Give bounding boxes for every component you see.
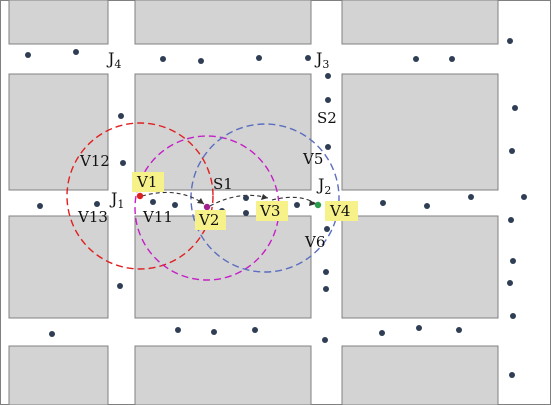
vehicle-dot xyxy=(37,203,43,209)
arrowhead-v3 xyxy=(261,194,268,200)
block-r2-c2 xyxy=(134,73,312,191)
vehicle-dot xyxy=(322,337,328,343)
junction-label-j1: J1 xyxy=(109,189,124,211)
vehicle-dot xyxy=(323,269,329,275)
vehicle-dot xyxy=(160,56,166,62)
vehicle-dot xyxy=(175,327,181,333)
block-r1-c1 xyxy=(8,0,109,45)
vehicle-dot xyxy=(508,217,514,223)
range-circle-v3 xyxy=(190,123,340,273)
arrowhead-v4 xyxy=(309,200,316,206)
vehicle-label-v6: V6 xyxy=(304,233,325,251)
vehicle-dot xyxy=(510,258,516,264)
message-path-v2-v3 xyxy=(209,194,269,207)
vehicle-dots xyxy=(25,38,527,378)
vehicle-dot xyxy=(324,226,330,232)
vehicle-dot xyxy=(294,202,300,208)
sensor-label-s2: S2 xyxy=(317,109,337,127)
junction-label-j4: J4 xyxy=(106,49,121,71)
vehicle-dot xyxy=(117,283,123,289)
highlight-box-v3 xyxy=(256,201,288,221)
vehicle-dot xyxy=(507,38,513,44)
block-r4-c2 xyxy=(134,345,312,405)
vehicle-label-v4: V4 xyxy=(329,202,350,220)
message-paths xyxy=(141,191,317,207)
vehicle-dot xyxy=(325,144,331,150)
block-r3-c1 xyxy=(8,215,109,319)
vehicle-dot xyxy=(325,97,331,103)
vehicle-dot xyxy=(468,194,474,200)
junction-label-j2: J2 xyxy=(316,175,331,197)
vehicle-dot-v1 xyxy=(136,192,144,200)
vehicle-label-v12: V12 xyxy=(79,152,110,170)
vehicle-dot xyxy=(73,49,79,55)
range-circle-v1 xyxy=(66,122,214,270)
vehicle-dot xyxy=(521,194,527,200)
vehicle-dot xyxy=(509,372,515,378)
vehicle-dot xyxy=(323,286,329,292)
vehicle-dot xyxy=(252,327,258,333)
block-r3-c3 xyxy=(341,215,499,319)
vehicle-dot xyxy=(243,195,249,201)
vehicle-dot xyxy=(510,313,516,319)
vehicle-dot xyxy=(305,55,311,61)
vehicle-dot xyxy=(150,199,156,205)
vehicle-dot xyxy=(509,148,515,154)
block-r2-c3 xyxy=(341,73,499,191)
sensor-label-s1: S1 xyxy=(213,175,233,193)
vehicle-label-v11: V11 xyxy=(142,208,173,226)
vehicle-label-v1: V1 xyxy=(136,173,157,191)
vehicle-dot xyxy=(243,210,249,216)
vehicle-label-v3: V3 xyxy=(259,202,280,220)
vehicle-dot xyxy=(49,331,55,337)
vehicle-dot xyxy=(416,325,422,331)
vehicle-dot xyxy=(424,203,430,209)
vehicle-label-v2: V2 xyxy=(198,211,219,229)
highlight-box-v4 xyxy=(325,201,358,221)
highlight-box-v2 xyxy=(195,210,226,230)
vehicle-dot-v2 xyxy=(203,203,211,211)
highlight-box-v1 xyxy=(132,172,164,192)
vehicle-dot xyxy=(94,201,100,207)
vehicle-dot xyxy=(456,327,462,333)
vehicle-dot xyxy=(380,200,386,206)
vehicle-label-v5: V5 xyxy=(302,150,323,168)
vehicle-dot xyxy=(325,73,331,79)
vehicle-dot xyxy=(172,202,178,208)
vehicle-dot xyxy=(198,58,204,64)
city-blocks xyxy=(8,0,499,405)
vehicle-dot xyxy=(413,56,419,62)
vehicle-dot xyxy=(507,280,513,286)
block-r1-c2 xyxy=(134,0,312,45)
block-r2-c1 xyxy=(8,73,109,191)
arrowhead-v2 xyxy=(197,198,204,204)
block-r4-c3 xyxy=(341,345,499,405)
block-r1-c3 xyxy=(341,0,499,45)
vehicle-dot xyxy=(256,55,262,61)
vehicle-dot xyxy=(120,160,126,166)
vehicle-dot xyxy=(211,329,217,335)
vehicle-label-v13: V13 xyxy=(77,208,108,226)
junction-label-j3: J3 xyxy=(314,49,329,71)
vehicle-dot-v4 xyxy=(314,201,322,209)
vehicle-dot xyxy=(449,56,455,62)
vehicle-dot xyxy=(25,52,31,58)
vehicle-dot xyxy=(118,113,124,119)
block-r3-c2 xyxy=(134,215,312,319)
block-r4-c1 xyxy=(8,345,109,405)
vehicle-dot xyxy=(512,105,518,111)
vehicle-dot xyxy=(379,330,385,336)
